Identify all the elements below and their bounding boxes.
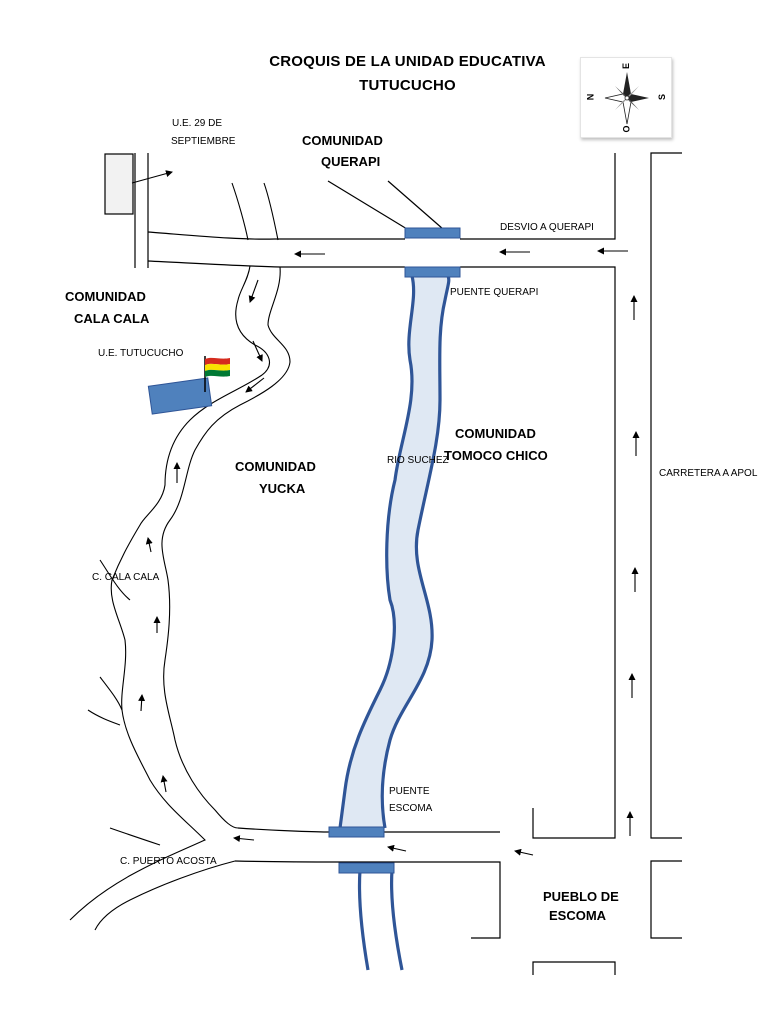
- river-bank-east: [380, 275, 451, 829]
- arrow-icon: [138, 694, 146, 712]
- stream-bank-south: [94, 860, 236, 931]
- label-cala-cala-line2: CALA CALA: [74, 311, 150, 326]
- road-escoma-bottom: [234, 860, 501, 939]
- label-yucka-line1: COMUNIDAD: [235, 459, 316, 474]
- label-desvio-querapi: DESVIO A QUERAPI: [500, 222, 594, 233]
- bridge-escoma-south: [338, 862, 395, 874]
- bridges: [328, 227, 461, 874]
- stream-tributary: [99, 676, 123, 711]
- stream-bank-east: [161, 182, 291, 829]
- arrow-icon: [233, 835, 255, 843]
- road-querapi-top: [147, 231, 405, 240]
- label-escoma-line1: PUEBLO DE: [543, 889, 619, 904]
- label-tomoco-line2: TOMOCO CHICO: [444, 448, 548, 463]
- road-network: [134, 152, 682, 975]
- bridge-desvio-querapi: [404, 227, 461, 239]
- arrow-icon: [387, 844, 407, 852]
- stream-tributary: [109, 827, 161, 846]
- label-c-cala-cala: C. CALA CALA: [92, 572, 160, 583]
- map-title-line1: CROQUIS DE LA UNIDAD EDUCATIVA: [269, 53, 546, 70]
- map-title-line2: TUTUCUCHO: [359, 77, 456, 94]
- direction-arrows: [138, 247, 640, 856]
- stream-cala-cala: [69, 182, 291, 931]
- road-querapi-top-east: [460, 153, 616, 240]
- arrow-icon: [248, 279, 259, 303]
- bridge-puente-querapi: [404, 266, 461, 278]
- compass-rose-icon: E N S O: [580, 57, 672, 138]
- compass-west-label: O: [621, 125, 632, 133]
- label-puente-querapi: PUENTE QUERAPI: [450, 287, 539, 298]
- label-ue-tutucucho: U.E. TUTUCUCHO: [98, 348, 184, 359]
- road-carretera-apolo-south: [650, 860, 682, 939]
- road-querapi-bottom-east: [460, 266, 616, 839]
- river-body: [340, 276, 449, 828]
- arrow-icon: [145, 537, 153, 553]
- river-south-west: [357, 869, 370, 971]
- arrow-icon: [245, 377, 265, 393]
- compass-south-label: S: [657, 93, 668, 101]
- stream-tributary: [87, 709, 121, 726]
- bolivia-flag-icon: [204, 356, 230, 392]
- label-carretera-apolo: CARRETERA A APOL: [659, 468, 758, 479]
- buildings: [104, 153, 213, 415]
- arrow-icon: [252, 340, 263, 362]
- label-cala-cala-line1: COMUNIDAD: [65, 289, 146, 304]
- label-ue-29-line2: SEPTIEMBRE: [171, 136, 236, 147]
- building-ue-tutucucho: [147, 377, 213, 415]
- arrow-icon: [514, 848, 534, 856]
- building-ue-29-de-septiembre: [104, 153, 134, 215]
- label-tomoco-line1: COMUNIDAD: [455, 426, 536, 441]
- compass-east-label: E: [621, 62, 632, 70]
- label-querapi-line1: COMUNIDAD: [302, 133, 383, 148]
- river-bank-west: [338, 275, 416, 829]
- road-escoma-south-block: [532, 961, 616, 975]
- river-suchez: [338, 275, 451, 971]
- compass-north-label: N: [585, 93, 596, 101]
- road-carretera-apolo: [650, 152, 682, 839]
- stream-bank-west: [69, 182, 270, 921]
- pointer-line: [131, 170, 173, 184]
- label-c-puerto-acosta: C. PUERTO ACOSTA: [120, 856, 217, 867]
- arrow-icon: [160, 775, 168, 793]
- road-querapi-branch: [387, 180, 444, 230]
- bridge-puente-escoma: [328, 826, 385, 838]
- label-puente-escoma-line2: ESCOMA: [389, 803, 433, 814]
- stream-tributary: [99, 559, 131, 601]
- river-south-east: [389, 869, 404, 971]
- label-ue-29-line1: U.E. 29 DE: [172, 118, 223, 129]
- label-yucka-line2: YUCKA: [259, 481, 306, 496]
- label-puente-escoma-line1: PUENTE: [389, 786, 430, 797]
- road-querapi-bottom: [147, 260, 405, 268]
- road-querapi-branch: [327, 180, 408, 230]
- label-querapi-line2: QUERAPI: [321, 154, 381, 169]
- label-escoma-line2: ESCOMA: [549, 908, 607, 923]
- label-rio-suchez: RIO SUCHEZ: [387, 455, 449, 466]
